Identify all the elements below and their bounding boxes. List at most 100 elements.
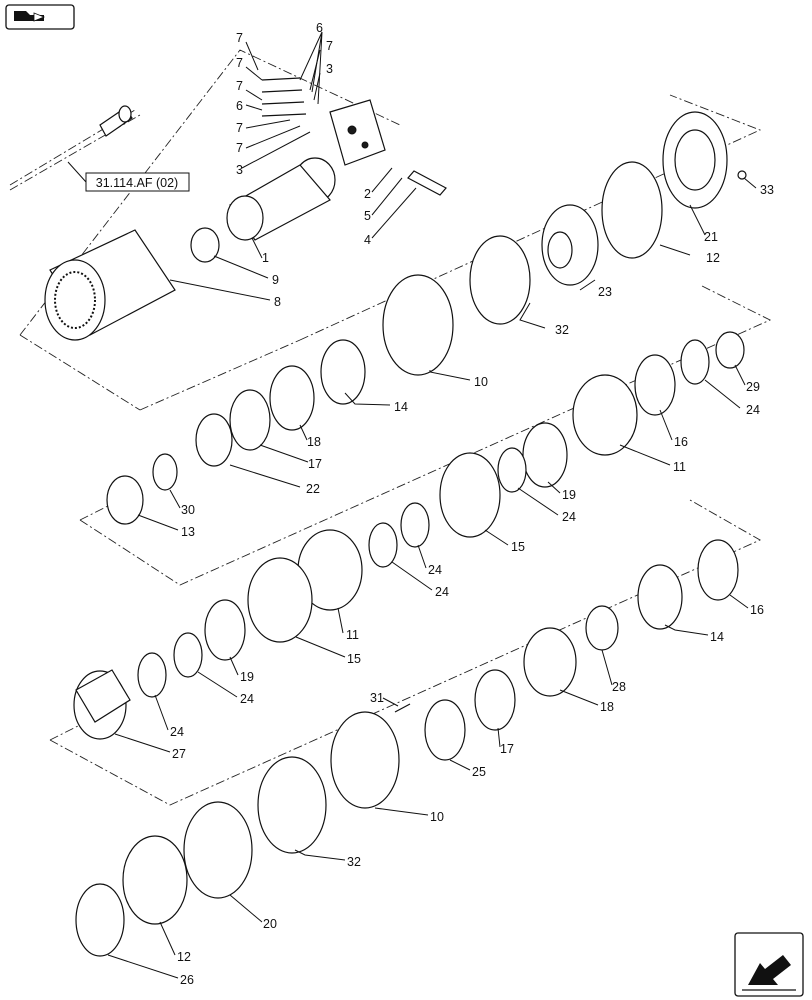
callout-1: 1 [262,251,269,265]
callout-9: 9 [272,273,279,287]
callout-23: 23 [598,285,612,299]
clutch-pack-10b [330,711,400,809]
callout-32: 32 [347,855,361,869]
ring-17b [474,669,516,731]
leader-lines [107,31,757,979]
plug-33 [737,170,747,180]
next-page-arrow-icon[interactable] [734,932,804,997]
ring-14b [637,564,683,630]
snap-ring-12b [122,835,188,925]
callout-32: 32 [555,323,569,337]
gear-20 [183,801,253,899]
ring-24d [368,522,398,568]
callout-14: 14 [394,400,408,414]
callout-17: 17 [500,742,514,756]
callout-18: 18 [600,700,614,714]
callout-24: 24 [240,692,254,706]
callout-30: 30 [181,503,195,517]
bearing-29 [715,331,745,369]
ring-15b [247,557,313,643]
callout-14: 14 [710,630,724,644]
seal-13 [106,475,144,525]
callout-18: 18 [307,435,321,449]
callout-labels: 7 6 7 3 7 7 6 7 7 3 2 5 4 1 9 8 33 21 12… [170,21,774,987]
callout-27: 27 [172,747,186,761]
callout-4: 4 [364,233,371,247]
callout-11: 11 [673,460,686,474]
callout-16: 16 [750,603,764,617]
callout-24: 24 [746,403,760,417]
ring-24a [680,339,710,385]
pins-and-bracket [261,77,447,196]
callout-7: 7 [236,121,243,135]
callout-5: 5 [364,209,371,223]
ring-26 [75,883,125,957]
snap-ring-22 [195,413,233,467]
callout-8: 8 [274,295,281,309]
reference-label-text: 31.114.AF (02) [96,176,178,190]
ring-14a [320,339,366,405]
callout-24: 24 [562,510,576,524]
ring-16b [697,539,739,601]
callout-7: 7 [326,39,333,53]
ring-30 [152,453,178,491]
clutch-pack-32b [257,756,327,854]
callout-11: 11 [346,628,359,642]
hub-28 [585,605,619,651]
callout-31: 31 [370,691,384,705]
callout-3: 3 [236,163,243,177]
callout-24: 24 [435,585,449,599]
callout-10: 10 [430,810,444,824]
ring-15a [439,452,501,538]
ring-19a [522,422,568,488]
ring-18a [269,365,315,431]
reference-label[interactable]: 31.114.AF (02) [85,172,190,192]
callout-29: 29 [746,380,760,394]
callout-12: 12 [177,950,191,964]
callout-15: 15 [511,540,525,554]
callout-10: 10 [474,375,488,389]
callout-7: 7 [236,141,243,155]
group-outlines [9,49,772,806]
callout-28: 28 [612,680,626,694]
ring-24f [137,652,167,698]
callout-21: 21 [704,230,718,244]
ring-24b [497,447,527,493]
housing-8 [44,229,176,341]
callout-22: 22 [306,482,320,496]
ring-24e [173,632,203,678]
callout-3: 3 [326,62,333,76]
callout-7: 7 [236,31,243,45]
callout-15: 15 [347,652,361,666]
callout-7: 7 [236,79,243,93]
ring-16a [634,354,676,416]
callout-20: 20 [263,917,277,931]
washer-25 [424,699,466,761]
callout-12: 12 [706,251,720,265]
ring-24c [400,502,430,548]
clutch-pack-32a [469,235,531,325]
callout-24: 24 [428,563,442,577]
callout-19: 19 [562,488,576,502]
snap-ring-12a [601,161,663,259]
ring-19b [204,599,246,661]
callout-6: 6 [316,21,323,35]
callout-24: 24 [170,725,184,739]
book-arrow-icon[interactable] [5,4,75,30]
callout-16: 16 [674,435,688,449]
gear-21 [662,111,728,209]
gear-27 [73,669,131,740]
spring-31 [394,703,411,713]
callout-26: 26 [180,973,194,987]
callout-19: 19 [240,670,254,684]
callout-2: 2 [364,187,371,201]
shaft [99,105,133,137]
bearing-9 [190,227,220,263]
callout-25: 25 [472,765,486,779]
clutch-pack-10a [382,274,454,376]
ring-18b [523,627,577,697]
hub-part-1 [226,157,336,241]
ring-17a [229,389,271,451]
piston-11a [572,374,638,456]
